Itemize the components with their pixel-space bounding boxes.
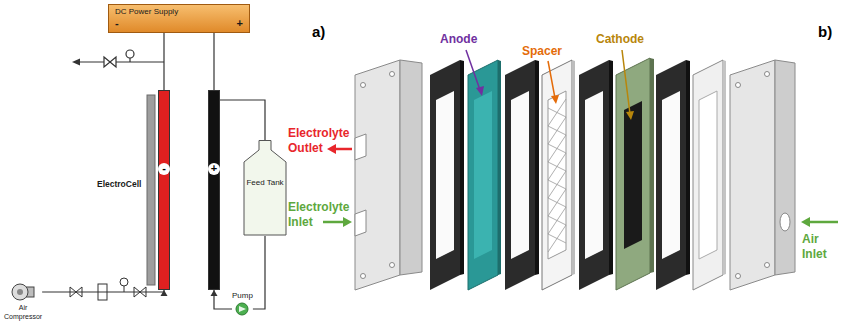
node-sublabel: +	[237, 17, 243, 30]
part-label: Cathode	[596, 32, 644, 47]
air-compressor: Air Compressor	[4, 280, 42, 321]
node-label: +	[208, 163, 220, 175]
anode-electrode: +	[208, 90, 220, 290]
compressor-symbol	[10, 280, 36, 304]
pipe-connector	[220, 100, 265, 140]
cathode-electrode: -	[158, 90, 170, 290]
part-label: Spacer	[522, 44, 562, 59]
vent-line	[72, 50, 164, 67]
node-label: DC Power Supply	[115, 7, 243, 17]
pipe-connector	[211, 290, 233, 309]
node-label: -	[158, 163, 170, 175]
component-label: ElectroCell	[97, 177, 141, 192]
spacer-plate	[542, 60, 575, 290]
end-plate	[355, 60, 422, 290]
wire-connector	[214, 33, 215, 90]
node-label: Air Compressor	[4, 304, 42, 321]
flow-label: Electrolyte Outlet	[288, 126, 358, 156]
panel-letter: b)	[818, 24, 832, 39]
node-sublabel: -	[115, 17, 119, 30]
dc-power-supply: DC Power Supply-+	[108, 4, 250, 33]
air-chamber-plate	[693, 60, 726, 290]
tank-outline	[242, 140, 288, 236]
flow-label: Air Inlet	[802, 232, 842, 262]
air-line-fittings	[70, 278, 146, 300]
node-label: Feed Tank	[242, 140, 288, 188]
membrane-bar	[147, 95, 155, 285]
gasket	[430, 60, 464, 290]
feed-tank: Feed Tank	[242, 140, 288, 236]
part-label: Anode	[440, 32, 477, 47]
callout-leaders	[466, 50, 634, 120]
terminal-row: -+	[115, 17, 243, 30]
node-label: Pump	[232, 291, 253, 301]
gasket	[505, 60, 539, 290]
anode-plate	[468, 60, 501, 290]
panel-letter: a)	[312, 24, 325, 39]
pump-symbol	[235, 302, 249, 316]
flow-label: Electrolyte Inlet	[288, 200, 358, 230]
cathode-plate	[616, 58, 654, 290]
wire-connector	[164, 33, 165, 90]
gasket	[579, 60, 613, 290]
gasket	[656, 60, 690, 290]
end-plate	[730, 60, 795, 290]
pipe-connector	[253, 236, 265, 309]
pump: Pump	[232, 291, 253, 316]
pipe-connector	[42, 290, 167, 296]
